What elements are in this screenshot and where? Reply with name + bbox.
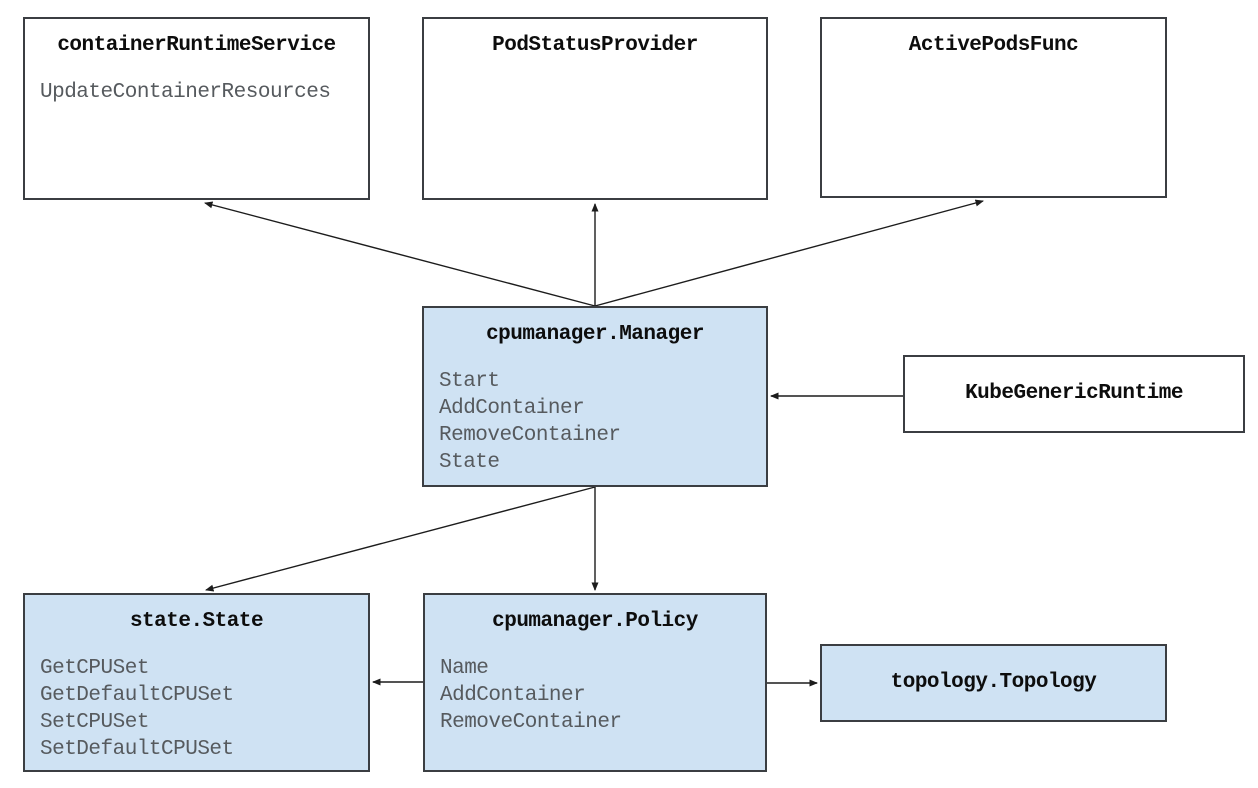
method-state: State — [439, 451, 500, 474]
box-title: topology.Topology — [890, 671, 1097, 694]
box-method-list: UpdateContainerResources — [25, 79, 368, 106]
box-method-list: Name AddContainer RemoveContainer — [425, 655, 765, 736]
method-name: Name — [440, 657, 489, 680]
box-title: KubeGenericRuntime — [965, 382, 1183, 405]
box-title: cpumanager.Policy — [492, 610, 698, 633]
method-get-default-cpuset: GetDefaultCPUSet — [40, 684, 234, 707]
method-remove-container: RemoveContainer — [440, 711, 622, 734]
method-start: Start — [439, 370, 500, 393]
box-cpumanager-manager: cpumanager.Manager Start AddContainer Re… — [422, 306, 768, 487]
box-method-list: GetCPUSet GetDefaultCPUSet SetCPUSet Set… — [25, 655, 368, 763]
arrow-manager-to-container-runtime-service — [204, 201, 596, 307]
method-add-container: AddContainer — [439, 397, 585, 420]
arrow-manager-to-state-state — [205, 486, 596, 592]
box-title: ActivePodsFunc — [908, 34, 1079, 57]
method-set-cpuset: SetCPUSet — [40, 711, 149, 734]
box-pod-status-provider: PodStatusProvider — [422, 17, 768, 200]
box-method-list: Start AddContainer RemoveContainer State — [424, 368, 766, 476]
box-title: cpumanager.Manager — [486, 323, 704, 346]
box-kube-generic-runtime: KubeGenericRuntime — [903, 355, 1245, 433]
method-add-container: AddContainer — [440, 684, 586, 707]
arrow-manager-to-active-pods-func — [594, 199, 984, 307]
box-state-state: state.State GetCPUSet GetDefaultCPUSet S… — [23, 593, 370, 772]
box-title: state.State — [129, 610, 264, 633]
method-get-cpuset: GetCPUSet — [40, 657, 149, 680]
box-container-runtime-service: containerRuntimeService UpdateContainerR… — [23, 17, 370, 200]
method-update-container-resources: UpdateContainerResources — [40, 81, 331, 104]
method-set-default-cpuset: SetDefaultCPUSet — [40, 738, 234, 761]
box-cpumanager-policy: cpumanager.Policy Name AddContainer Remo… — [423, 593, 767, 772]
method-remove-container: RemoveContainer — [439, 424, 621, 447]
box-title: containerRuntimeService — [57, 34, 336, 57]
box-title: PodStatusProvider — [492, 34, 698, 57]
box-active-pods-func: ActivePodsFunc — [820, 17, 1167, 198]
box-topology-topology: topology.Topology — [820, 644, 1167, 722]
